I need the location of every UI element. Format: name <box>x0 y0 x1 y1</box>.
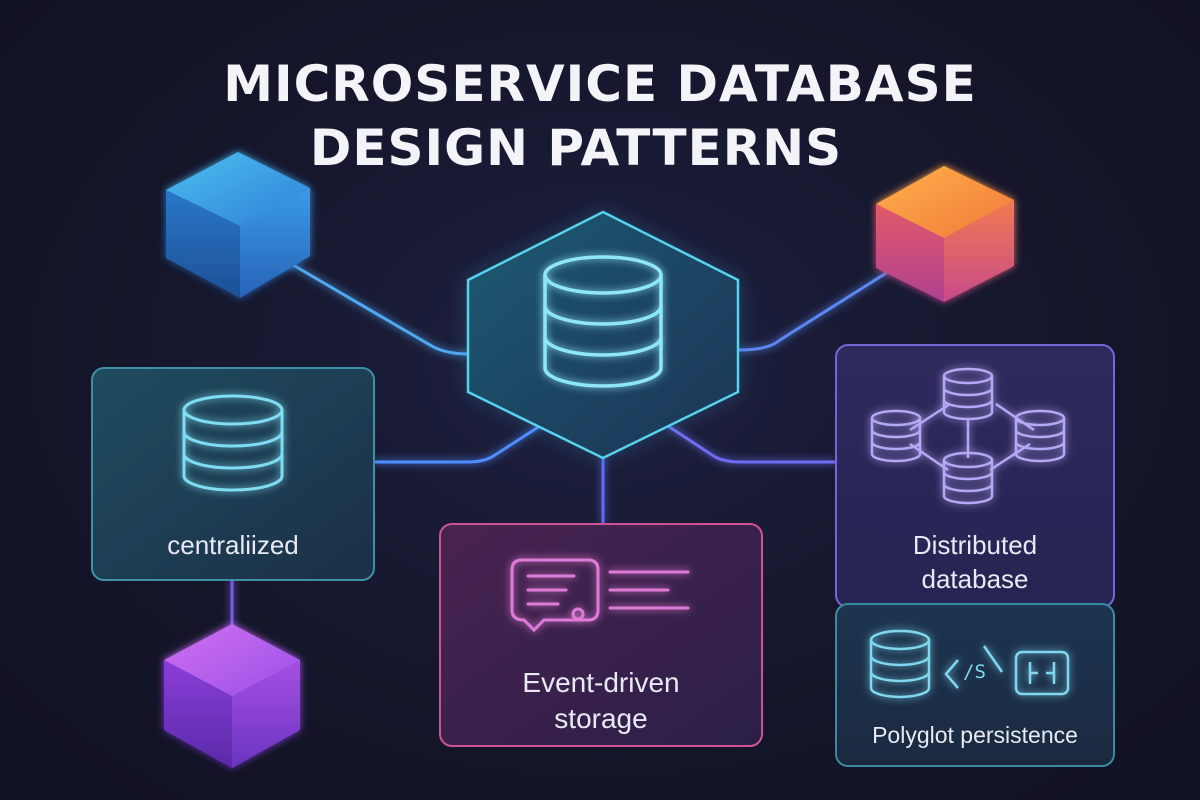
centralized-label: centraliized <box>167 530 299 560</box>
key-value-icon <box>1014 650 1070 696</box>
hub-database-icon <box>543 255 663 388</box>
distributed-label: Distributed database <box>836 528 1114 596</box>
event-driven-label-line-2: storage <box>554 703 648 734</box>
connector-orange-cube-hub <box>738 256 912 352</box>
centralized-database-icon <box>182 394 284 492</box>
title-line-1: MICROSERVICE DATABASE <box>223 55 977 113</box>
polyglot-database-icon <box>869 629 931 699</box>
event-driven-label-line-1: Event-driven <box>522 667 680 698</box>
purple-cube <box>164 624 300 768</box>
central-hub <box>466 210 740 460</box>
centralized-panel <box>91 367 375 581</box>
distributed-label-line-1: Distributed <box>912 530 1038 560</box>
event-driven-label: Event-driven storage <box>440 665 762 737</box>
code-icon <box>944 645 1004 689</box>
distributed-label-line-2: database <box>921 564 1029 594</box>
connector-hub-distributed <box>666 424 836 464</box>
distributed-database-icon <box>870 367 1066 505</box>
event-log-icon <box>510 558 690 633</box>
polyglot-label: Polyglot persistence <box>872 722 1078 748</box>
event-driven-panel <box>439 523 763 747</box>
code-icon-glyph: /S <box>963 661 986 683</box>
connector-blue-cube-hub <box>286 260 470 356</box>
title-line-2: DESIGN PATTERNS <box>309 119 843 177</box>
connector-hub-centralized <box>374 424 542 464</box>
orange-cube <box>876 166 1014 302</box>
blue-cube <box>166 152 310 298</box>
polyglot-panel <box>835 603 1115 767</box>
diagram-title: MICROSERVICE DATABASE DESIGN PATTERNS <box>0 52 1200 180</box>
